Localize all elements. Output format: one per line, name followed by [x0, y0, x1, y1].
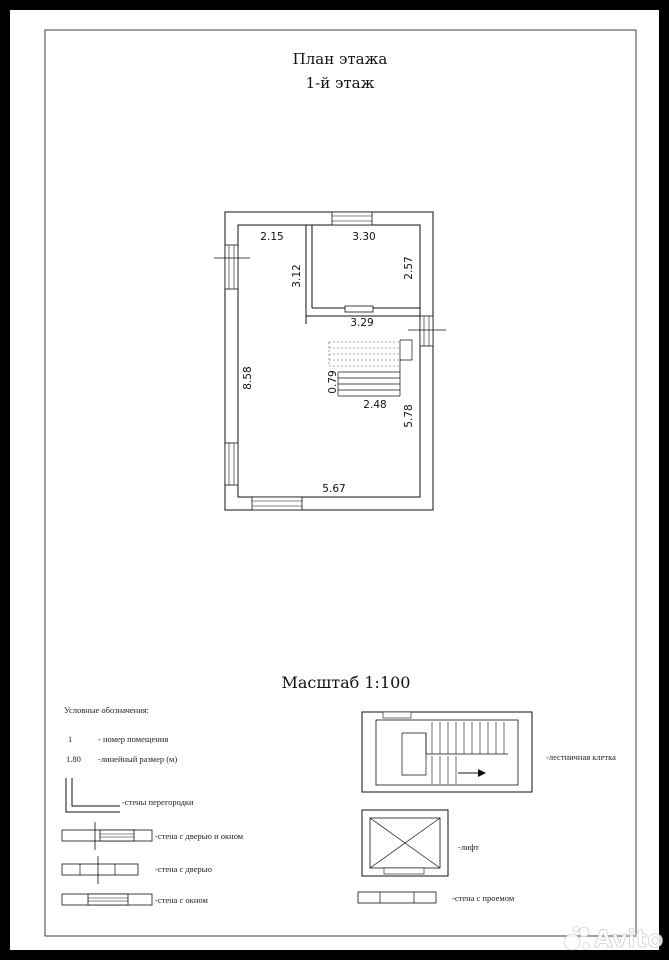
top-window	[331, 211, 373, 226]
legend-door-label: -стена с дверью	[155, 864, 213, 874]
legend-size-sample: 1.80	[66, 754, 81, 764]
dim-3-29: 3.29	[350, 317, 373, 329]
staircase-legend-symbol	[361, 711, 533, 793]
legend-room-number-label: - номер помещения	[98, 734, 168, 744]
dim-3-12: 3.12	[291, 264, 303, 287]
legend-lift-label: -лифт	[458, 842, 479, 852]
avito-watermark: Avito	[563, 925, 664, 953]
legend-door-window-label: -стена с дверью и окном	[155, 831, 244, 841]
window-symbol	[61, 893, 153, 906]
dim-2-15: 2.15	[260, 231, 283, 243]
bottom-window	[251, 496, 303, 511]
lift-legend-symbol	[361, 809, 449, 877]
dim-5-67: 5.67	[322, 483, 345, 495]
right-door-window	[408, 315, 446, 347]
floor-plan: 2.15 3.30 3.12 2.57 3.29 8.58 0.79 2.48 …	[214, 211, 446, 511]
left-upper-window	[214, 244, 250, 290]
legend-window-label: -стена с окном	[155, 895, 208, 905]
legend-opening-label: -стена с проемом	[452, 893, 515, 903]
door-symbol	[61, 856, 139, 884]
interior-room	[305, 225, 420, 324]
dim-8-58: 8.58	[242, 366, 254, 389]
inner-wall-outline	[237, 224, 421, 498]
plan-title: План этажа	[293, 50, 388, 68]
legend-staircase-label: -лестничная клетка	[546, 752, 616, 762]
staircase	[328, 339, 413, 397]
partition-symbol	[65, 778, 120, 813]
watermark-text: Avito	[594, 925, 664, 953]
door-window-symbol	[61, 822, 153, 850]
legend-partition-label: -стены перегородки	[122, 797, 194, 807]
dim-5-78: 5.78	[403, 404, 415, 427]
opening-legend-symbol	[357, 891, 437, 904]
legend: Условные обозначения: 1 - номер помещени…	[61, 705, 616, 906]
legend-size-label: -линейный размер (м)	[98, 754, 177, 764]
legend-heading: Условные обозначения:	[64, 705, 149, 715]
sheet-frame	[44, 29, 637, 937]
scale-label: Масштаб 1:100	[282, 673, 411, 692]
dim-2-48: 2.48	[363, 399, 386, 411]
dim-0-79: 0.79	[327, 370, 339, 393]
dim-3-30: 3.30	[352, 231, 375, 243]
dim-2-57: 2.57	[403, 256, 415, 279]
interior-room-door	[344, 305, 374, 313]
plan-subtitle: 1-й этаж	[306, 74, 375, 92]
left-lower-window	[224, 442, 239, 486]
legend-room-number-sample: 1	[68, 734, 72, 744]
